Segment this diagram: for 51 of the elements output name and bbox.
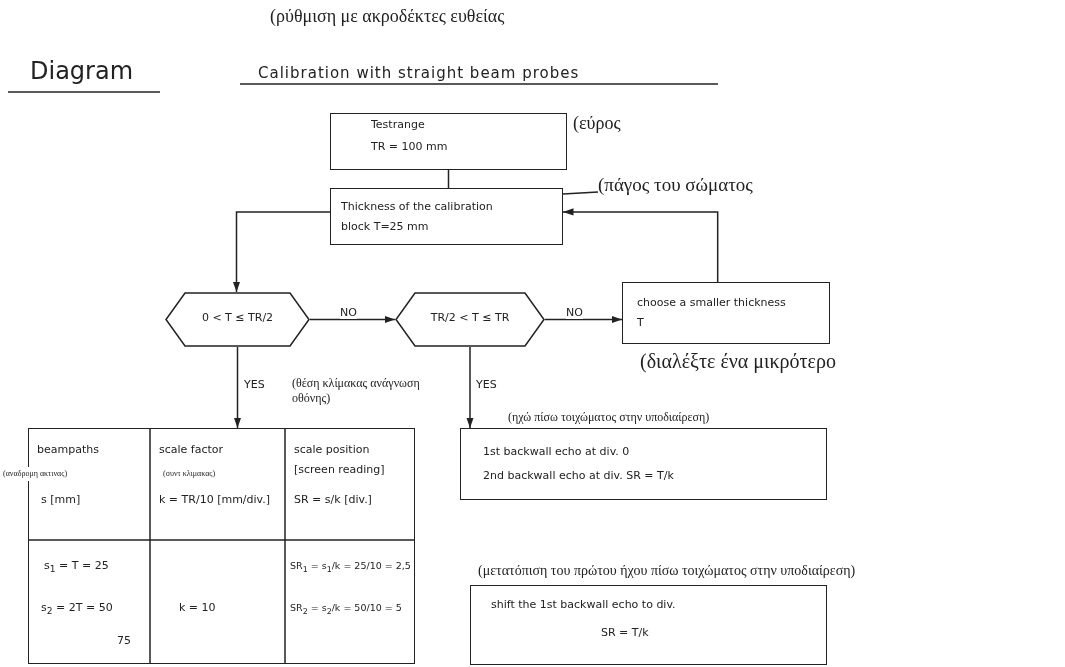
arrow — [544, 315, 623, 324]
box-text: Testrange — [371, 118, 425, 132]
box-text: 2nd backwall echo at div. SR = T/k — [483, 469, 674, 483]
process-box — [622, 282, 830, 344]
table-cell-text: (συντ κλιμακας) — [163, 468, 216, 480]
diagram-title: Calibration with straight beam probes — [258, 64, 580, 82]
arrow — [232, 211, 331, 293]
table-cell-text: s [mm] — [41, 493, 81, 507]
edge-label: YES — [476, 378, 497, 391]
table-cell-text: 75 — [117, 634, 131, 648]
box-text: choose a smaller thickness T — [637, 295, 787, 331]
table-cell-text: scale position — [294, 443, 370, 457]
box-text: TR = 100 mm — [371, 140, 448, 154]
decision-hexagon — [165, 292, 310, 347]
process-box — [330, 188, 563, 245]
arrow — [562, 208, 719, 283]
box-text: shift the 1st backwall echo to div. — [491, 598, 676, 612]
table-cell-text: SR = s/k [div.] — [294, 493, 372, 507]
edge-label: NO — [566, 306, 583, 319]
table-cell-text: SR$_{2}$ = s$_{2}$/k = 50/10 = 5 — [290, 601, 402, 618]
table-cell-text: scale factor — [159, 443, 224, 457]
edge-label: YES — [244, 378, 265, 391]
arrow — [233, 346, 242, 429]
box-text: 0 < T ≤ TR/2 — [200, 311, 275, 325]
annotation-text: (μετατόπιση του πρώτου ήχου πίσω τοιχώματος στην υποδιαίρεση) — [478, 563, 856, 579]
box-text: SR = T/k — [601, 626, 649, 640]
annotation-text: (εύρος — [573, 113, 621, 134]
edge-label: NO — [340, 306, 357, 319]
annotation-text: (ηχώ πίσω τοιχώματος στην υποδιαίρεση) — [508, 410, 710, 425]
arrow — [466, 346, 474, 429]
decision-hexagon — [395, 292, 545, 347]
table-cell-text: (αναδρομη ακτινας) — [3, 467, 68, 481]
process-box — [460, 428, 827, 500]
box-text: 1st backwall echo at div. 0 — [483, 445, 630, 459]
table-cell-text: SR$_{1}$ = s$_{1}$/k = 25/10 = 2,5 — [290, 559, 411, 576]
annotation-text: (ρύθμιση με ακροδέκτες ευθείας — [270, 6, 505, 27]
process-box — [330, 113, 567, 170]
table-cell-text: beampaths — [37, 443, 99, 457]
annotation-text: (διαλέξτε ένα μικρότερο — [640, 350, 836, 373]
box-text: Thickness of the calibration block T=25 mm — [341, 199, 494, 235]
table-cell-text: k = TR/10 [mm/div.] — [159, 493, 271, 507]
table-cell-text: s$_{2}$ = 2T = 50 — [41, 601, 113, 619]
arrow — [309, 315, 396, 324]
annotation-text: (θέση κλίμακας ανάγνωση οθόνης) — [292, 376, 421, 406]
table-cell-text: [screen reading] — [294, 463, 385, 477]
leader-line — [562, 191, 599, 195]
process-box — [470, 585, 827, 665]
heading-text: Diagram — [30, 57, 134, 85]
table-cell-text: s$_{1}$ = T = 25 — [44, 559, 109, 577]
box-text: TR/2 < T ≤ TR — [429, 311, 511, 325]
table-cell-text: k = 10 — [179, 601, 216, 615]
